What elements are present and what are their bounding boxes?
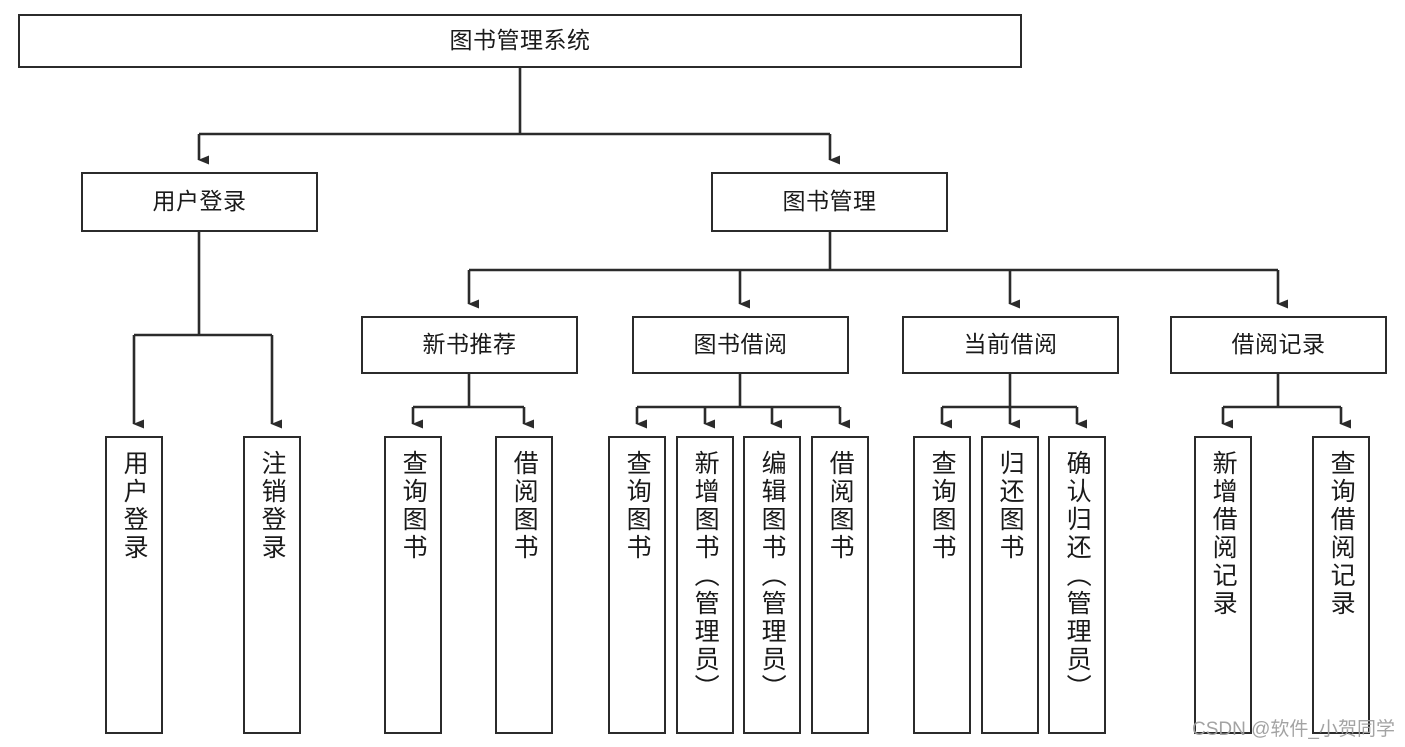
node-label: 归还图书 [996, 450, 1025, 562]
node-leaf-query-book-recommend[interactable]: 查询图书 [384, 436, 442, 734]
node-leaf-add-borrow-record[interactable]: 新增借阅记录 [1194, 436, 1252, 734]
node-label: 借阅图书 [510, 450, 539, 562]
node-label: 查询图书 [623, 450, 652, 562]
node-label: 图书管理 [782, 188, 877, 215]
node-label: 编辑图书（管理员） [758, 450, 787, 702]
node-label: 借阅图书 [826, 450, 855, 562]
node-label: 图书管理系统 [449, 27, 591, 54]
node-label: 查询借阅记录 [1327, 450, 1356, 618]
node-leaf-return-book[interactable]: 归还图书 [981, 436, 1039, 734]
node-root-book-management-system[interactable]: 图书管理系统 [18, 14, 1022, 68]
node-label: 确认归还（管理员） [1063, 450, 1092, 702]
node-user-login[interactable]: 用户登录 [81, 172, 318, 232]
node-new-book-recommend[interactable]: 新书推荐 [361, 316, 578, 374]
node-label: 新增借阅记录 [1209, 450, 1238, 618]
node-leaf-confirm-return-admin[interactable]: 确认归还（管理员） [1048, 436, 1106, 734]
node-leaf-borrow-book[interactable]: 借阅图书 [811, 436, 869, 734]
node-label: 图书借阅 [693, 331, 788, 358]
node-leaf-query-book-borrow[interactable]: 查询图书 [608, 436, 666, 734]
node-leaf-query-book-current[interactable]: 查询图书 [913, 436, 971, 734]
node-label: 用户登录 [152, 188, 247, 215]
node-leaf-user-login[interactable]: 用户登录 [105, 436, 163, 734]
csdn-watermark: CSDN @软件_小贺同学 [1192, 719, 1395, 740]
node-leaf-borrow-book-recommend[interactable]: 借阅图书 [495, 436, 553, 734]
node-leaf-add-book-admin[interactable]: 新增图书（管理员） [676, 436, 734, 734]
node-label: 新增图书（管理员） [691, 450, 720, 702]
node-current-borrow[interactable]: 当前借阅 [902, 316, 1119, 374]
node-label: 查询图书 [928, 450, 957, 562]
node-label: 新书推荐 [422, 331, 517, 358]
node-label: 当前借阅 [963, 331, 1058, 358]
node-label: 用户登录 [120, 450, 149, 562]
node-leaf-user-logout[interactable]: 注销登录 [243, 436, 301, 734]
node-label: 查询图书 [399, 450, 428, 562]
node-leaf-edit-book-admin[interactable]: 编辑图书（管理员） [743, 436, 801, 734]
node-label: 注销登录 [258, 450, 287, 562]
node-book-management[interactable]: 图书管理 [711, 172, 948, 232]
node-book-borrow[interactable]: 图书借阅 [632, 316, 849, 374]
node-borrow-record[interactable]: 借阅记录 [1170, 316, 1387, 374]
node-leaf-query-borrow-record[interactable]: 查询借阅记录 [1312, 436, 1370, 734]
node-label: 借阅记录 [1231, 331, 1326, 358]
